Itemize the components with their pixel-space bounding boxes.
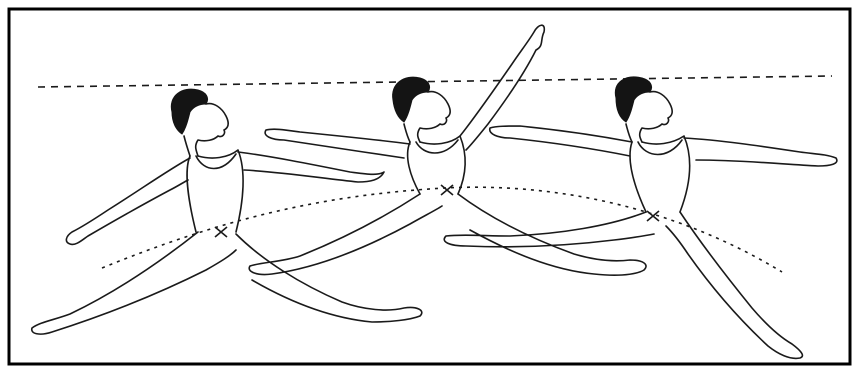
- picture-border: [9, 9, 850, 364]
